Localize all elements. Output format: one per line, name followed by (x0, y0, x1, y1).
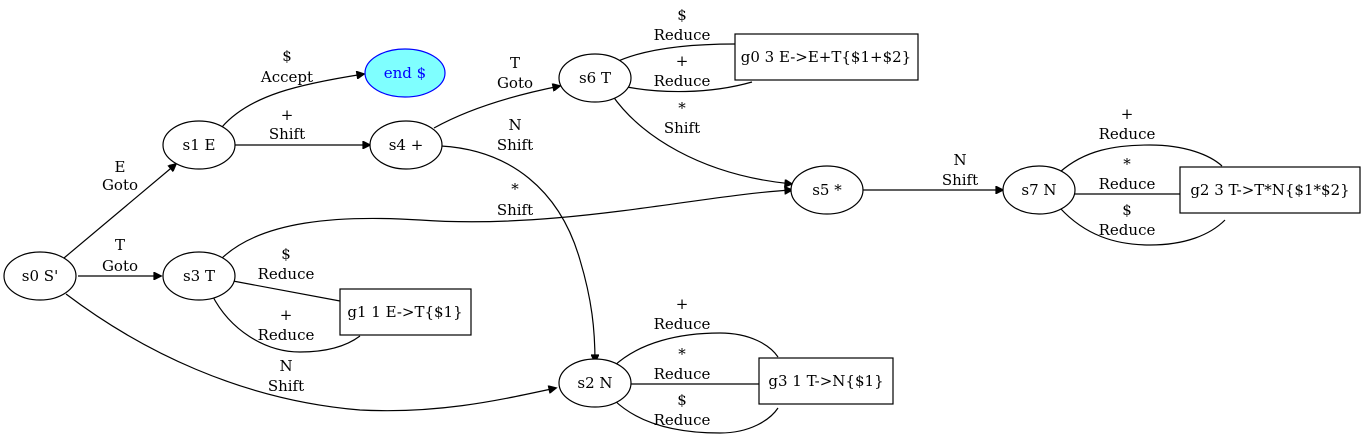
edge-s7-g2-star: * Reduce (1075, 155, 1180, 195)
edge-symbol: N (508, 116, 521, 134)
node-label: g1 1 E->T{$1} (347, 303, 462, 321)
edge-action: Reduce (258, 265, 315, 283)
reduce-box-g1[interactable]: g1 1 E->T{$1} (339, 288, 472, 336)
edge-s5-s7: N Shift (862, 151, 1003, 190)
edge-symbol: + (280, 306, 293, 324)
edge-action: Shift (942, 171, 978, 189)
edge-symbol: T (510, 54, 520, 72)
edge-symbol: * (511, 180, 519, 198)
edge-action: Goto (102, 176, 138, 194)
reduce-box-g2[interactable]: g2 3 T->T*N{$1*$2} (1179, 166, 1361, 214)
edge-s7-g2-plus: + Reduce (1059, 105, 1223, 173)
edge-action: Shift (664, 119, 700, 137)
edge-action: Shift (268, 377, 304, 395)
edge-symbol: * (678, 345, 686, 363)
edge-symbol: N (279, 357, 292, 375)
edge-symbol: + (676, 295, 689, 313)
node-label: s6 T (579, 69, 611, 87)
edge-action: Reduce (1099, 221, 1156, 239)
edge-symbol: T (115, 236, 125, 254)
edge-action: Shift (269, 125, 305, 143)
edge-s3-s5: * Shift (219, 180, 792, 261)
edge-s3-g1-dollar: $ Reduce (232, 245, 341, 302)
node-label: s4 + (389, 136, 424, 154)
node-label: s1 E (183, 136, 216, 154)
node-label: g3 1 T->N{$1} (768, 372, 883, 390)
edge-symbol: * (678, 99, 686, 117)
edge-action: Reduce (1099, 125, 1156, 143)
edge-s2-g3-star: * Reduce (631, 345, 759, 385)
edge-s2-g3-plus: + Reduce (613, 295, 779, 367)
edge-action: Shift (497, 136, 533, 154)
edge-s2-g3-dollar: $ Reduce (613, 391, 779, 434)
node-label: s7 N (1021, 181, 1056, 199)
node-label: s5 * (812, 181, 842, 199)
edge-symbol: * (1123, 155, 1131, 173)
edge-s4-s2: N Shift (440, 116, 595, 362)
state-node-s5[interactable]: s5 * (790, 165, 864, 215)
edge-action: Goto (497, 74, 533, 92)
edge-s1-s4: + Shift (235, 106, 370, 145)
edge-symbol: $ (677, 391, 687, 409)
node-label: s2 N (577, 374, 612, 392)
edge-symbol: N (953, 151, 966, 169)
edge-s1-end: $ Accept (221, 47, 364, 128)
edge-symbol: + (281, 106, 294, 124)
edge-action: Reduce (654, 26, 711, 44)
state-node-s3[interactable]: s3 T (162, 251, 236, 301)
edge-action: Reduce (258, 326, 315, 344)
edge-symbol: E (115, 158, 126, 176)
state-node-s7[interactable]: s7 N (1002, 165, 1076, 215)
edge-s4-s6: T Goto (433, 54, 560, 129)
node-label: g0 3 E->E+T{$1+$2} (741, 48, 911, 66)
edge-symbol: + (1121, 105, 1134, 123)
edge-symbol: $ (677, 6, 687, 24)
node-label: g2 3 T->T*N{$1*$2} (1190, 181, 1349, 199)
state-node-s4[interactable]: s4 + (369, 120, 443, 170)
node-label: s0 S' (22, 267, 58, 285)
edge-symbol: $ (1122, 201, 1132, 219)
edge-symbol: $ (281, 245, 291, 263)
node-label: end $ (384, 64, 426, 82)
edge-action: Reduce (1099, 175, 1156, 193)
state-node-s1[interactable]: s1 E (162, 120, 236, 170)
edge-s3-g1-plus: + Reduce (211, 294, 361, 353)
state-node-s6[interactable]: s6 T (558, 53, 632, 103)
reduce-box-g0[interactable]: g0 3 E->E+T{$1+$2} (734, 33, 919, 81)
edge-action: Reduce (654, 72, 711, 90)
edge-symbol: $ (282, 47, 292, 65)
reduce-box-g3[interactable]: g3 1 T->N{$1} (758, 357, 894, 405)
edge-action: Reduce (654, 365, 711, 383)
accept-node-end[interactable]: end $ (364, 48, 446, 98)
edge-s0-s3: T Goto (78, 236, 161, 276)
edge-symbol: + (676, 52, 689, 70)
edge-action: Goto (102, 257, 138, 275)
edge-s6-g0-dollar: $ Reduce (613, 6, 736, 64)
edge-s6-g0-plus: + Reduce (621, 52, 753, 93)
edge-action: Accept (260, 68, 313, 86)
state-node-s0[interactable]: s0 S' (3, 251, 77, 301)
edge-action: Reduce (654, 411, 711, 429)
edge-action: Shift (497, 201, 533, 219)
edge-s0-s2: N Shift (65, 293, 556, 412)
node-label: s3 T (183, 267, 215, 285)
edge-s7-g2-dollar: $ Reduce (1059, 201, 1226, 246)
edge-s6-s5: * Shift (611, 94, 792, 184)
state-node-s2[interactable]: s2 N (558, 358, 632, 408)
edge-s0-s1: E Goto (63, 158, 176, 259)
edge-action: Reduce (654, 315, 711, 333)
